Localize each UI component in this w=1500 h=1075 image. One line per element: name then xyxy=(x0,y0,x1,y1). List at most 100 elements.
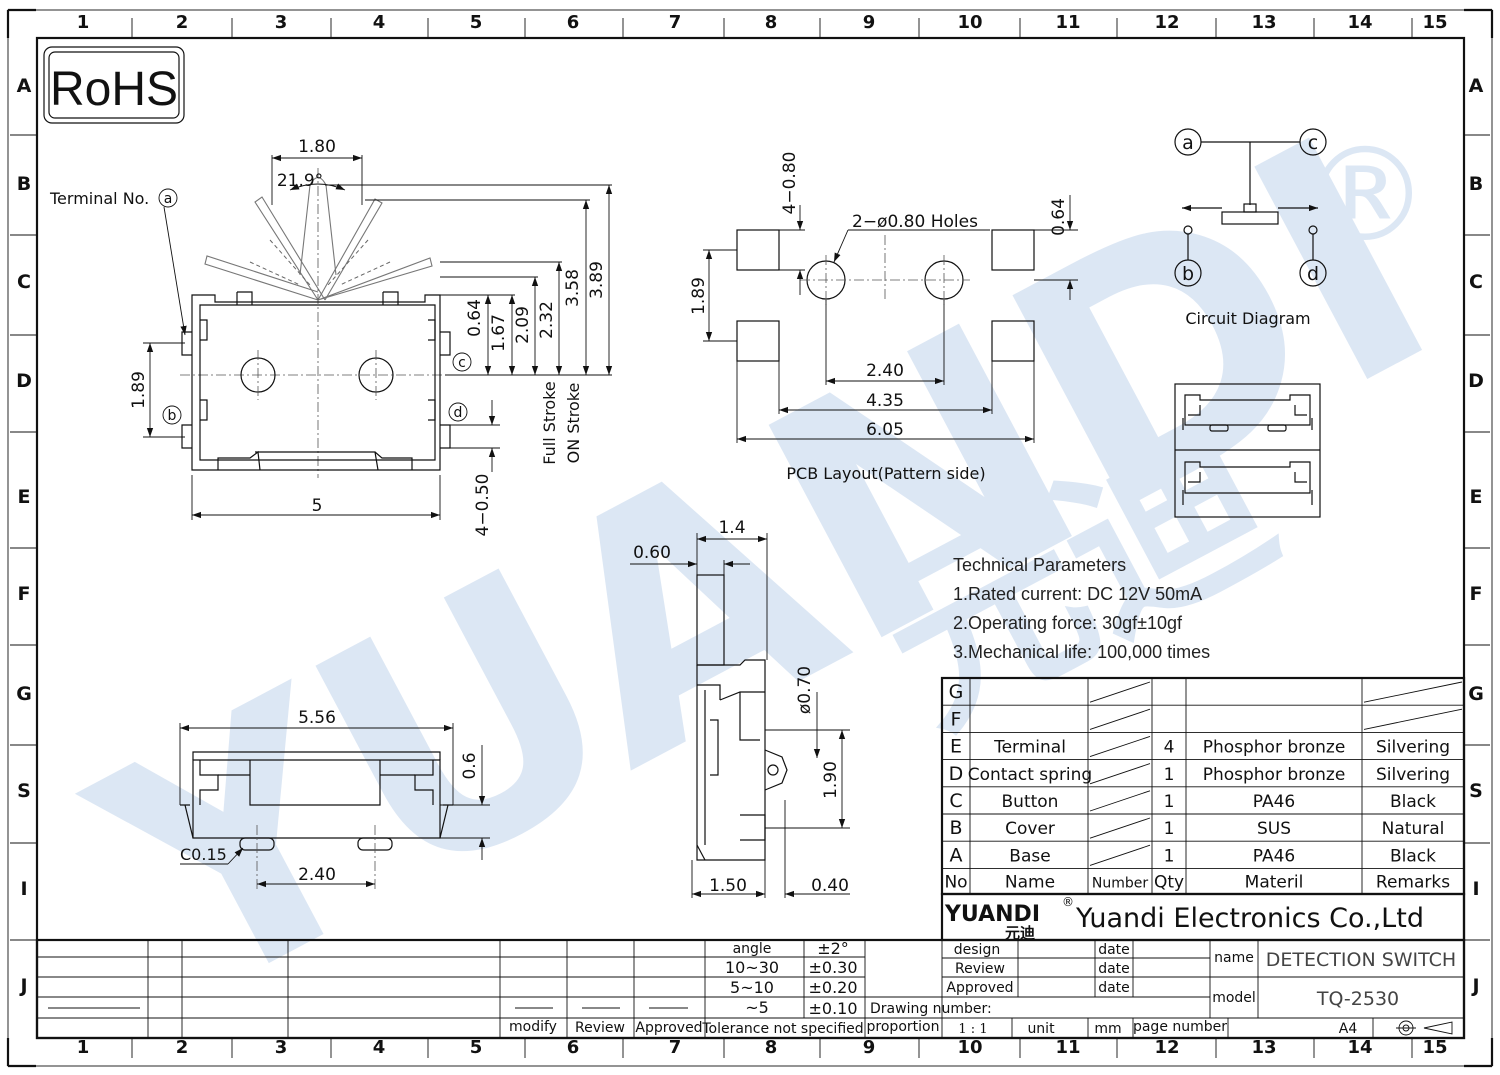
grid-labels: 1122334455667788991010111112121313141415… xyxy=(10,12,1490,1058)
circuit-diagram: a c b d Circuit Diagram xyxy=(1174,128,1327,328)
circuit-b: b xyxy=(1182,263,1194,285)
rohs-badge: RoHS xyxy=(43,46,185,124)
dim-06: 0.6 xyxy=(460,752,480,779)
tb-name-value: DETECTION SWITCH xyxy=(1266,949,1456,971)
grid-col-label: 9 xyxy=(863,12,876,33)
tb-page-number: page number xyxy=(1133,1019,1227,1035)
bom-cell-name: Terminal xyxy=(993,738,1066,758)
dim-232: 2.32 xyxy=(537,301,557,339)
tb-approved: Approved xyxy=(946,980,1013,996)
tb-mm: mm xyxy=(1094,1021,1121,1037)
grid-row-label: F xyxy=(18,583,31,605)
bom-cell-material: PA46 xyxy=(1253,792,1295,812)
pcb-dim-189: 1.89 xyxy=(689,277,709,315)
grid-col-label: 13 xyxy=(1251,1037,1276,1058)
dim-c015: C0.15 xyxy=(180,845,227,864)
terminal-label: Terminal No. xyxy=(49,189,149,208)
dim-4-050: 4−0.50 xyxy=(473,474,493,537)
bom-cell-qty: 1 xyxy=(1164,792,1175,812)
grid-row-label: C xyxy=(17,271,31,293)
bom-cell-material: Phosphor bronze xyxy=(1203,765,1346,785)
bom-cell-remarks: Silvering xyxy=(1376,765,1450,785)
grid-col-label: 14 xyxy=(1347,1037,1372,1058)
tech-param-2: 2.Operating force: 30gf±10gf xyxy=(953,613,1183,633)
tb-date-3: date xyxy=(1098,980,1130,996)
bom-header-no: No xyxy=(944,873,967,893)
side-dim-14: 1.4 xyxy=(718,518,745,538)
grid-col-label: 6 xyxy=(567,1037,580,1058)
tb-name-label: name xyxy=(1214,950,1254,966)
bom-header-name: Name xyxy=(1005,873,1055,893)
grid-row-label: S xyxy=(1469,780,1483,802)
grid-row-label: E xyxy=(18,486,31,508)
bom-cell-qty: 1 xyxy=(1164,846,1175,866)
grid-col-label: 2 xyxy=(176,1037,189,1058)
bom-cell-no: G xyxy=(949,681,964,703)
grid-row-label: B xyxy=(1469,173,1483,195)
dim-top-width: 1.80 xyxy=(298,137,336,157)
grid-col-label: 4 xyxy=(373,12,386,33)
terminal-a-label: a xyxy=(164,191,173,207)
side-dim-040: 0.40 xyxy=(811,876,849,896)
company-logo-cn: 元迪 xyxy=(1005,924,1035,942)
tol-r3-value: ±0.10 xyxy=(808,999,857,1018)
bom-cell-name: Button xyxy=(1002,792,1059,812)
pcb-title: PCB Layout(Pattern side) xyxy=(786,464,985,483)
grid-col-label: 1 xyxy=(77,12,90,33)
company-logo: YUANDI xyxy=(944,902,1040,927)
rohs-text: RoHS xyxy=(50,63,178,116)
grid-col-label: 13 xyxy=(1251,12,1276,33)
small-views xyxy=(1174,383,1321,518)
tb-drawing-number: Drawing number: xyxy=(870,1001,992,1017)
grid-col-label: 5 xyxy=(470,1037,483,1058)
tech-param-3: 3.Mechanical life: 100,000 times xyxy=(953,642,1210,662)
dim-064: 0.64 xyxy=(465,299,485,337)
dim-angle: 21.9° xyxy=(277,171,323,191)
dim-209: 2.09 xyxy=(513,306,533,344)
terminal-b-label: b xyxy=(168,408,177,424)
tol-r3: ~5 xyxy=(745,998,769,1017)
grid-row-label: J xyxy=(18,975,27,997)
grid-row-label: I xyxy=(1472,878,1479,900)
grid-row-label: E xyxy=(1470,486,1483,508)
tech-param-1: 1.Rated current: DC 12V 50mA xyxy=(953,584,1202,604)
pcb-dim-4-080: 4−0.80 xyxy=(780,152,800,215)
grid-col-label: 1 xyxy=(77,1037,90,1058)
tol-r2-value: ±0.20 xyxy=(808,978,857,997)
bom-cell-name: Contact spring xyxy=(968,765,1092,785)
grid-col-label: 12 xyxy=(1154,12,1179,33)
tb-model-label: model xyxy=(1212,990,1256,1006)
bom-header-remarks: Remarks xyxy=(1376,873,1450,893)
bom-header-number: Number xyxy=(1092,876,1148,892)
on-stroke-label: ON Stroke xyxy=(564,383,583,464)
grid-col-label: 14 xyxy=(1347,12,1372,33)
circuit-c: c xyxy=(1308,132,1318,154)
tb-date-2: date xyxy=(1098,961,1130,977)
grid-col-label: 15 xyxy=(1422,1037,1447,1058)
grid-row-label: I xyxy=(20,878,27,900)
dim-556: 5.56 xyxy=(298,708,336,728)
bom-cell-name: Cover xyxy=(1005,819,1055,839)
tol-r1: 10~30 xyxy=(725,958,779,977)
bom-cell-no: D xyxy=(949,763,964,785)
technical-parameters: Technical Parameters 1.Rated current: DC… xyxy=(953,555,1210,662)
side-dim-150: 1.50 xyxy=(709,876,747,896)
bom-cell-remarks: Silvering xyxy=(1376,738,1450,758)
pcb-dim-240: 2.40 xyxy=(866,361,904,381)
company-reg: ® xyxy=(1062,895,1074,909)
rev-approved: Approved xyxy=(635,1020,702,1036)
pcb-holes-label: 2−ø0.80 Holes xyxy=(852,212,978,232)
grid-col-label: 11 xyxy=(1055,1037,1080,1058)
bom-cell-material: PA46 xyxy=(1253,846,1295,866)
grid-col-label: 12 xyxy=(1154,1037,1179,1058)
grid-col-label: 8 xyxy=(765,1037,778,1058)
company-bar: YUANDI 元迪 ® Yuandi Electronics Co.,Ltd xyxy=(940,892,1466,942)
bom-header-qty: Qty xyxy=(1154,873,1184,893)
bom-cell-remarks: Natural xyxy=(1382,819,1445,839)
pcb-dim-064: 0.64 xyxy=(1049,198,1069,236)
bom-cell-no: A xyxy=(950,844,963,866)
tol-r2: 5~10 xyxy=(730,978,774,997)
tol-caption: Tolerance not specified xyxy=(701,1021,863,1037)
tol-angle-value: ±2° xyxy=(817,939,849,958)
